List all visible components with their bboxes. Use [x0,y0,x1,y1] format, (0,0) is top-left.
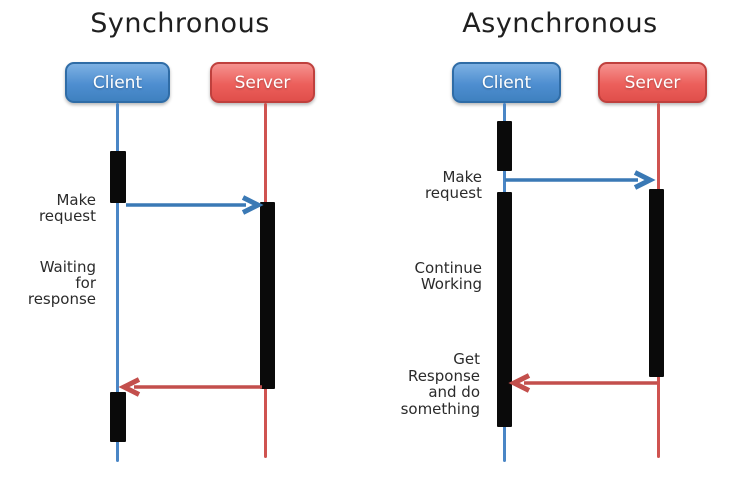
panel-title: Synchronous [90,8,270,39]
client-actor-label: Client [92,72,143,93]
response-arrow [118,377,262,397]
panel-title: Asynchronous [462,8,658,39]
panel-synchronous: Synchronous Client Server Make request W… [27,8,315,462]
client-activation-bar [110,392,126,442]
client-activation-bar [497,121,512,171]
client-actor-box: Client [65,62,170,103]
client-lifeline [116,103,119,462]
annotation-waiting-for-response: Waiting for response [27,258,96,308]
annotation-continue-working: Continue Working [414,259,482,293]
client-actor-label: Client [481,72,532,93]
server-actor-box: Server [210,62,315,103]
request-arrow [126,195,264,215]
annotation-make-request: Make request [38,191,96,225]
server-actor-box: Server [598,62,707,103]
annotation-get-response: Get Response and do something [400,350,480,418]
server-activation-bar [649,189,664,377]
panel-asynchronous: Asynchronous Client Server Make request … [375,0,751,485]
client-activation-bar [110,151,126,203]
client-activation-bar [497,192,512,427]
response-arrow [508,373,657,393]
server-activation-bar [260,202,275,389]
request-arrow [505,170,656,190]
client-actor-box: Client [452,62,561,103]
server-actor-label: Server [234,72,291,93]
server-actor-label: Server [624,72,681,93]
annotation-make-request: Make request [424,168,482,202]
